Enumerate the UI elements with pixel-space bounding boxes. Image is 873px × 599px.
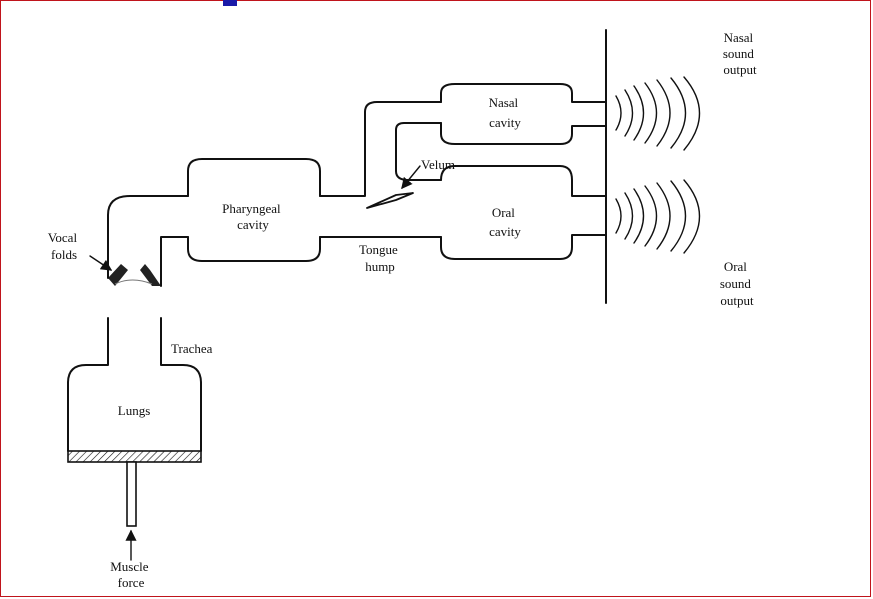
lungs-chamber: [67, 317, 202, 452]
oral-sound-waves: [615, 179, 701, 254]
velum-arrow: [401, 165, 421, 190]
oral-output-label: Oral sound output: [720, 259, 754, 308]
trachea-left-wall: [107, 195, 189, 279]
muscle-force-label: Muscle force: [110, 559, 152, 590]
oral-cavity: [440, 165, 607, 260]
nasal-cavity-label: Nasal cavity: [489, 95, 522, 130]
velum-flap: [366, 192, 414, 209]
oral-cavity-label: Oral cavity: [489, 205, 521, 239]
velum-upper-wall: [395, 122, 442, 172]
tongue-hump-label: Tongue hump: [359, 242, 401, 274]
vocal-folds-label: Vocal folds: [48, 230, 81, 262]
pharyngeal-cavity-label: Pharyngeal cavity: [222, 201, 284, 232]
vocal-fold-right: [140, 264, 161, 286]
vocal-fold-membrane: [114, 279, 153, 285]
vocal-fold-left: [108, 264, 128, 286]
velum-label: Velum: [421, 157, 455, 172]
title-fragment: [223, 0, 237, 6]
nasal-cavity: [440, 83, 607, 145]
nasal-output-label: Nasal sound output: [723, 30, 757, 77]
upper-tract-wall: [319, 101, 442, 197]
trachea-right-wall: [160, 236, 189, 287]
lungs-piston: [67, 450, 202, 463]
nasal-sound-waves: [615, 76, 701, 151]
oral-upper-wall: [395, 170, 442, 181]
trachea-label: Trachea: [171, 341, 213, 356]
piston-rod: [126, 461, 137, 527]
lungs-label: Lungs: [118, 403, 151, 418]
pharyngeal-cavity: [187, 158, 321, 262]
